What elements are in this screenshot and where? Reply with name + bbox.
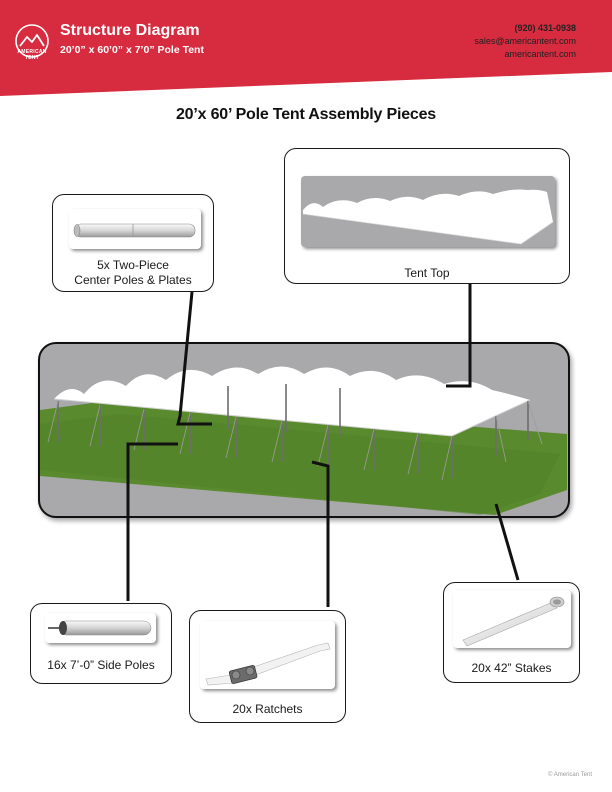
stakes-caption: 20x 42” Stakes: [471, 661, 552, 675]
stakes-box: 20x 42” Stakes: [443, 582, 580, 683]
header-title: Structure Diagram: [60, 22, 200, 39]
assembled-tent-image: [38, 342, 570, 518]
contact-phone[interactable]: (920) 431-0938: [514, 23, 576, 33]
side-pole-image: [45, 613, 156, 643]
contact-website[interactable]: americantent.com: [504, 49, 576, 59]
page-title: 20’x 60’ Pole Tent Assembly Pieces: [175, 106, 436, 123]
tent-top-caption: Tent Top: [404, 266, 450, 280]
tent-top-image: [301, 176, 555, 247]
header-subtitle: 20’0” x 60’0” x 7’0” Pole Tent: [60, 44, 204, 56]
ratchet-image: [200, 621, 335, 689]
tent-top-box: Tent Top: [284, 148, 570, 284]
center-poles-box: 5x Two-Piece Center Poles & Plates: [52, 194, 214, 292]
side-poles-caption: 16x 7’-0” Side Poles: [47, 658, 155, 672]
american-tent-logo-icon: [15, 24, 49, 58]
header-band: [0, 0, 612, 96]
stake-image: [453, 590, 571, 648]
center-pole-image: [69, 209, 201, 249]
center-poles-caption: 5x Two-Piece Center Poles & Plates: [74, 258, 192, 287]
side-poles-box: 16x 7’-0” Side Poles: [30, 603, 172, 684]
logo-text: AMERICAN TENT: [17, 49, 47, 61]
contact-info: (920) 431-0938 sales@americantent.com am…: [474, 22, 576, 61]
contact-email[interactable]: sales@americantent.com: [474, 36, 576, 46]
ratchets-box: 20x Ratchets: [189, 610, 346, 723]
ratchets-caption: 20x Ratchets: [232, 702, 303, 716]
copyright: © American Tent: [548, 772, 592, 778]
